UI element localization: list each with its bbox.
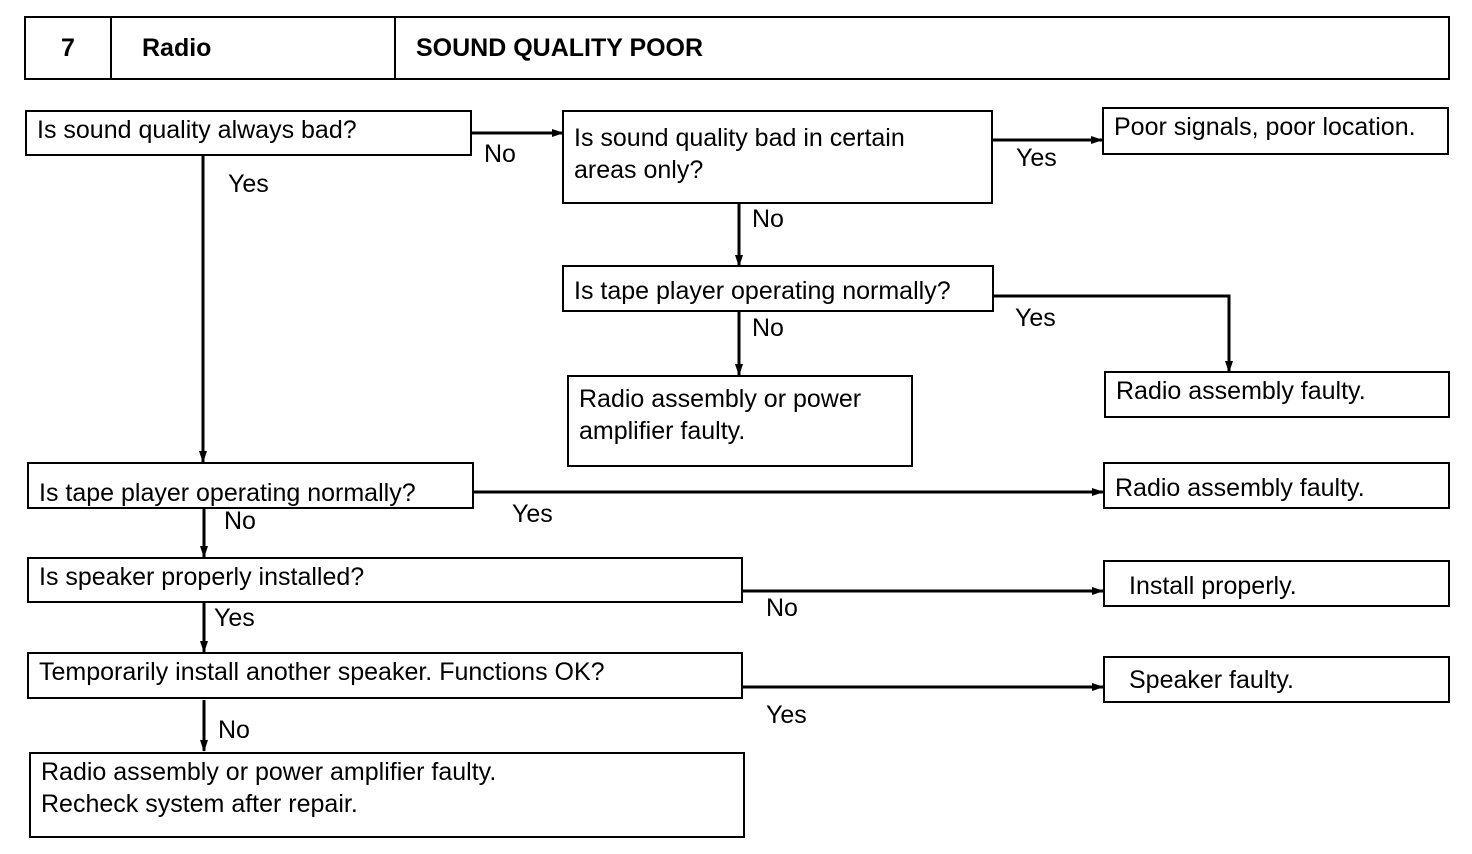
label-tape-lower-no: No [224, 507, 256, 535]
question-tape-lower: Is tape player operating normally? [27, 462, 474, 509]
header-symptom-cell: SOUND QUALITY POOR [394, 16, 1450, 80]
label-always-no: No [484, 140, 516, 168]
label-another-yes: Yes [766, 701, 807, 729]
header-system-cell: Radio [110, 16, 396, 80]
result-radio-faulty-lower: Radio assembly faulty. [1103, 462, 1450, 509]
label-another-no: No [218, 716, 250, 744]
result-speaker-faulty: Speaker faulty. [1103, 656, 1450, 703]
header-number: 7 [61, 33, 75, 62]
result-radio-or-amp-upper: Radio assembly or power amplifier faulty… [567, 375, 913, 467]
question-speaker-installed: Is speaker properly installed? [27, 557, 743, 603]
label-tape-lower-yes: Yes [512, 500, 553, 528]
label-tape-upper-no: No [752, 314, 784, 342]
header-system: Radio [142, 33, 212, 62]
result-install-properly: Install properly. [1103, 560, 1450, 607]
label-areas-no: No [752, 205, 784, 233]
result-poor-signals: Poor signals, poor location. [1102, 107, 1449, 155]
label-always-yes: Yes [228, 170, 269, 198]
question-always-bad: Is sound quality always bad? [25, 110, 472, 156]
label-speaker-yes: Yes [214, 604, 255, 632]
label-areas-yes: Yes [1016, 144, 1057, 172]
header-number-cell: 7 [24, 16, 112, 80]
label-tape-upper-yes: Yes [1015, 304, 1056, 332]
result-final: Radio assembly or power amplifier faulty… [29, 752, 745, 838]
header-symptom: SOUND QUALITY POOR [416, 33, 704, 62]
question-certain-areas: Is sound quality bad in certain areas on… [562, 110, 993, 204]
arrow-tape-upper-yes [993, 294, 1233, 373]
question-another-speaker: Temporarily install another speaker. Fun… [27, 652, 743, 699]
label-speaker-no: No [766, 594, 798, 622]
result-radio-faulty-upper: Radio assembly faulty. [1104, 371, 1450, 418]
question-tape-upper: Is tape player operating normally? [562, 265, 994, 312]
